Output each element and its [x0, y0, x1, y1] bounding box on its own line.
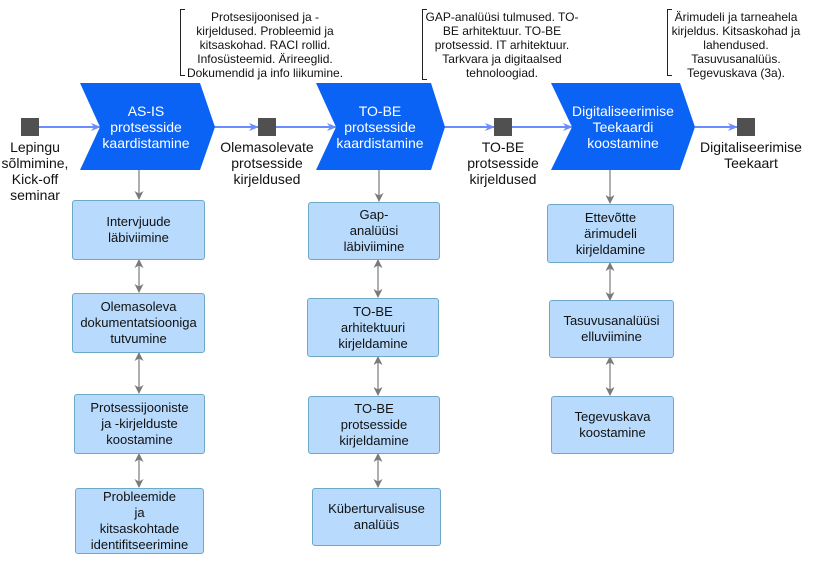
title-line: AS-IS: [127, 102, 165, 119]
note-line: kirjeldused. Probleemid ja: [196, 24, 334, 38]
step-line: läbiviimine: [108, 230, 169, 245]
label-line: Teekaart: [724, 155, 778, 171]
label-line: Kick-off: [11, 171, 59, 187]
note-line: Tarkvara ja digitaalsed: [442, 52, 562, 66]
step-line: arhitektuuri: [340, 319, 406, 335]
label-line: Lepingu: [10, 139, 60, 155]
phase-title-as-is: AS-IS protsesside kaardistamine: [90, 83, 202, 170]
step-line: Probleemide: [103, 489, 176, 504]
note-bracket-to-be: [422, 9, 427, 80]
step-line: TO-BE: [354, 401, 394, 416]
step-box-arhitektuur[interactable]: TO-BE arhitektuuri kirjeldamine: [307, 298, 439, 357]
event-roadmap-output-label: Digitaliseerimise Teekaart: [696, 139, 806, 171]
note-to-be: GAP-analüüsi tulmused. TO- BE arhitektuu…: [422, 10, 582, 80]
step-line: Küberturvalisuse: [328, 501, 425, 516]
step-box-intervjuud[interactable]: Intervjuude läbiviimine: [72, 200, 205, 260]
note-line: lahendused.: [703, 38, 769, 52]
step-line: Ettevõtte: [584, 209, 637, 225]
step-line: kirjeldamine: [575, 241, 646, 257]
step-box-tegevuskava[interactable]: Tegevuskava koostamine: [551, 396, 674, 454]
step-line: identifitseerimine: [90, 537, 189, 552]
step-line: Protsessijooniste: [90, 400, 189, 415]
event-asis-output-label: Olemasolevate protsesside kirjeldused: [212, 139, 322, 187]
step-box-dokumentatsioon[interactable]: Olemasoleva dokumentatsiooniga tutvumine: [72, 293, 205, 353]
note-as-is: Protsesijoonised ja - kirjeldused. Probl…: [180, 10, 350, 80]
note-line: GAP-analüüsi tulmused. TO-: [425, 10, 579, 24]
step-box-tobe-protsessid[interactable]: TO-BE protsesside kirjeldamine: [308, 396, 440, 454]
title-line: Teekaardi: [592, 118, 654, 135]
step-box-probleemid[interactable]: Probleemide ja kitsaskohtade identifitse…: [75, 488, 204, 554]
step-line: analüüs: [353, 517, 400, 532]
note-bracket-roadmap: [667, 9, 672, 76]
step-line: ja -kirjelduste: [101, 416, 178, 431]
event-asis-output-square[interactable]: [258, 118, 276, 136]
step-line: läbiviimine: [343, 239, 405, 254]
title-line: protsesside: [344, 118, 416, 135]
note-line: Ärimudeli ja tarneahela: [674, 10, 798, 24]
label-line: Digitaliseerimise: [700, 139, 802, 155]
note-line: tehnoloogiad.: [465, 66, 539, 80]
event-start-label: Lepingu sõlmimine, Kick-off seminar: [0, 139, 70, 203]
title-line: koostamine: [587, 134, 659, 151]
step-line: koostamine: [106, 432, 173, 447]
label-line: Olemasolevate: [220, 139, 314, 155]
step-box-protsessijoonised[interactable]: Protsessijooniste ja -kirjelduste koosta…: [74, 394, 205, 454]
event-tobe-output-square[interactable]: [494, 118, 512, 136]
label-line: TO-BE: [481, 139, 525, 155]
step-line: Olemasoleva: [100, 299, 177, 314]
event-tobe-output-label: TO-BE protsesside kirjeldused: [455, 139, 551, 187]
step-line: Intervjuude: [106, 214, 171, 229]
note-line: kitsaskohad. RACI rollid.: [199, 38, 331, 52]
step-box-arimudel[interactable]: Ettevõtte ärimudeli kirjeldamine: [547, 204, 674, 263]
step-line: ja: [134, 505, 145, 520]
label-line: protsesside: [231, 155, 303, 171]
phase-chevron-to-be[interactable]: [316, 83, 445, 170]
step-line: analüüsi: [349, 223, 399, 238]
phase-title-to-be: TO-BE protsesside kaardistamine: [325, 83, 435, 170]
step-line: protsesside: [340, 417, 408, 432]
event-start-square[interactable]: [21, 118, 39, 136]
note-line: Protsesijoonised ja -: [210, 10, 320, 24]
event-roadmap-output-square[interactable]: [737, 118, 755, 136]
step-line: Gap-: [359, 207, 389, 222]
label-line: kirjeldused: [469, 171, 537, 187]
step-line: dokumentatsiooniga: [80, 315, 197, 330]
note-line: protsessid. IT arhitektuur.: [434, 38, 570, 52]
step-line: Tasuvusanalüüsi: [563, 313, 660, 328]
step-line: kirjeldamine: [338, 335, 408, 351]
step-box-gap-analuus[interactable]: Gap- analüüsi läbiviimine: [308, 202, 440, 260]
phase-title-roadmap: Digitaliseerimise Teekaardi koostamine: [562, 83, 684, 170]
note-line: Dokumendid ja info liikumine.: [186, 66, 344, 80]
title-line: TO-BE: [358, 102, 402, 119]
step-line: ärimudeli: [584, 225, 637, 241]
title-line: kaardistamine: [102, 134, 190, 151]
note-line: Tegevuskava (3a).: [686, 66, 786, 80]
note-line: BE arhitektuur. TO-BE: [442, 24, 562, 38]
title-line: kaardistamine: [336, 134, 424, 151]
step-line: kirjeldamine: [339, 433, 409, 448]
phase-chevron-as-is[interactable]: [80, 83, 215, 170]
note-bracket-as-is: [180, 9, 185, 76]
phase-chevron-roadmap[interactable]: [551, 83, 695, 170]
label-line: protsesside: [467, 155, 539, 171]
title-line: Digitaliseerimise: [572, 102, 674, 119]
step-line: TO-BE: [353, 303, 393, 319]
note-line: kirjeldus. Kitsaskohad ja: [671, 24, 801, 38]
step-box-tasuvusanaluus[interactable]: Tasuvusanalüüsi elluviimine: [549, 300, 674, 358]
step-line: koostamine: [579, 425, 646, 440]
label-line: seminar: [10, 187, 60, 203]
note-line: Tasuvusanalüüs.: [691, 52, 781, 66]
note-line: Infosüsteemid. Ärireeglid.: [197, 52, 333, 66]
label-line: kirjeldused: [233, 171, 301, 187]
label-line: sõlmimine,: [1, 155, 69, 171]
step-line: tutvumine: [110, 331, 167, 346]
step-line: kitsaskohtade: [99, 521, 180, 536]
step-line: elluviimine: [581, 329, 642, 344]
step-box-kuberturvalisus[interactable]: Küberturvalisuse analüüs: [312, 488, 441, 546]
title-line: protsesside: [110, 118, 182, 135]
step-line: Tegevuskava: [574, 409, 651, 424]
note-roadmap: Ärimudeli ja tarneahela kirjeldus. Kitsa…: [667, 10, 805, 80]
